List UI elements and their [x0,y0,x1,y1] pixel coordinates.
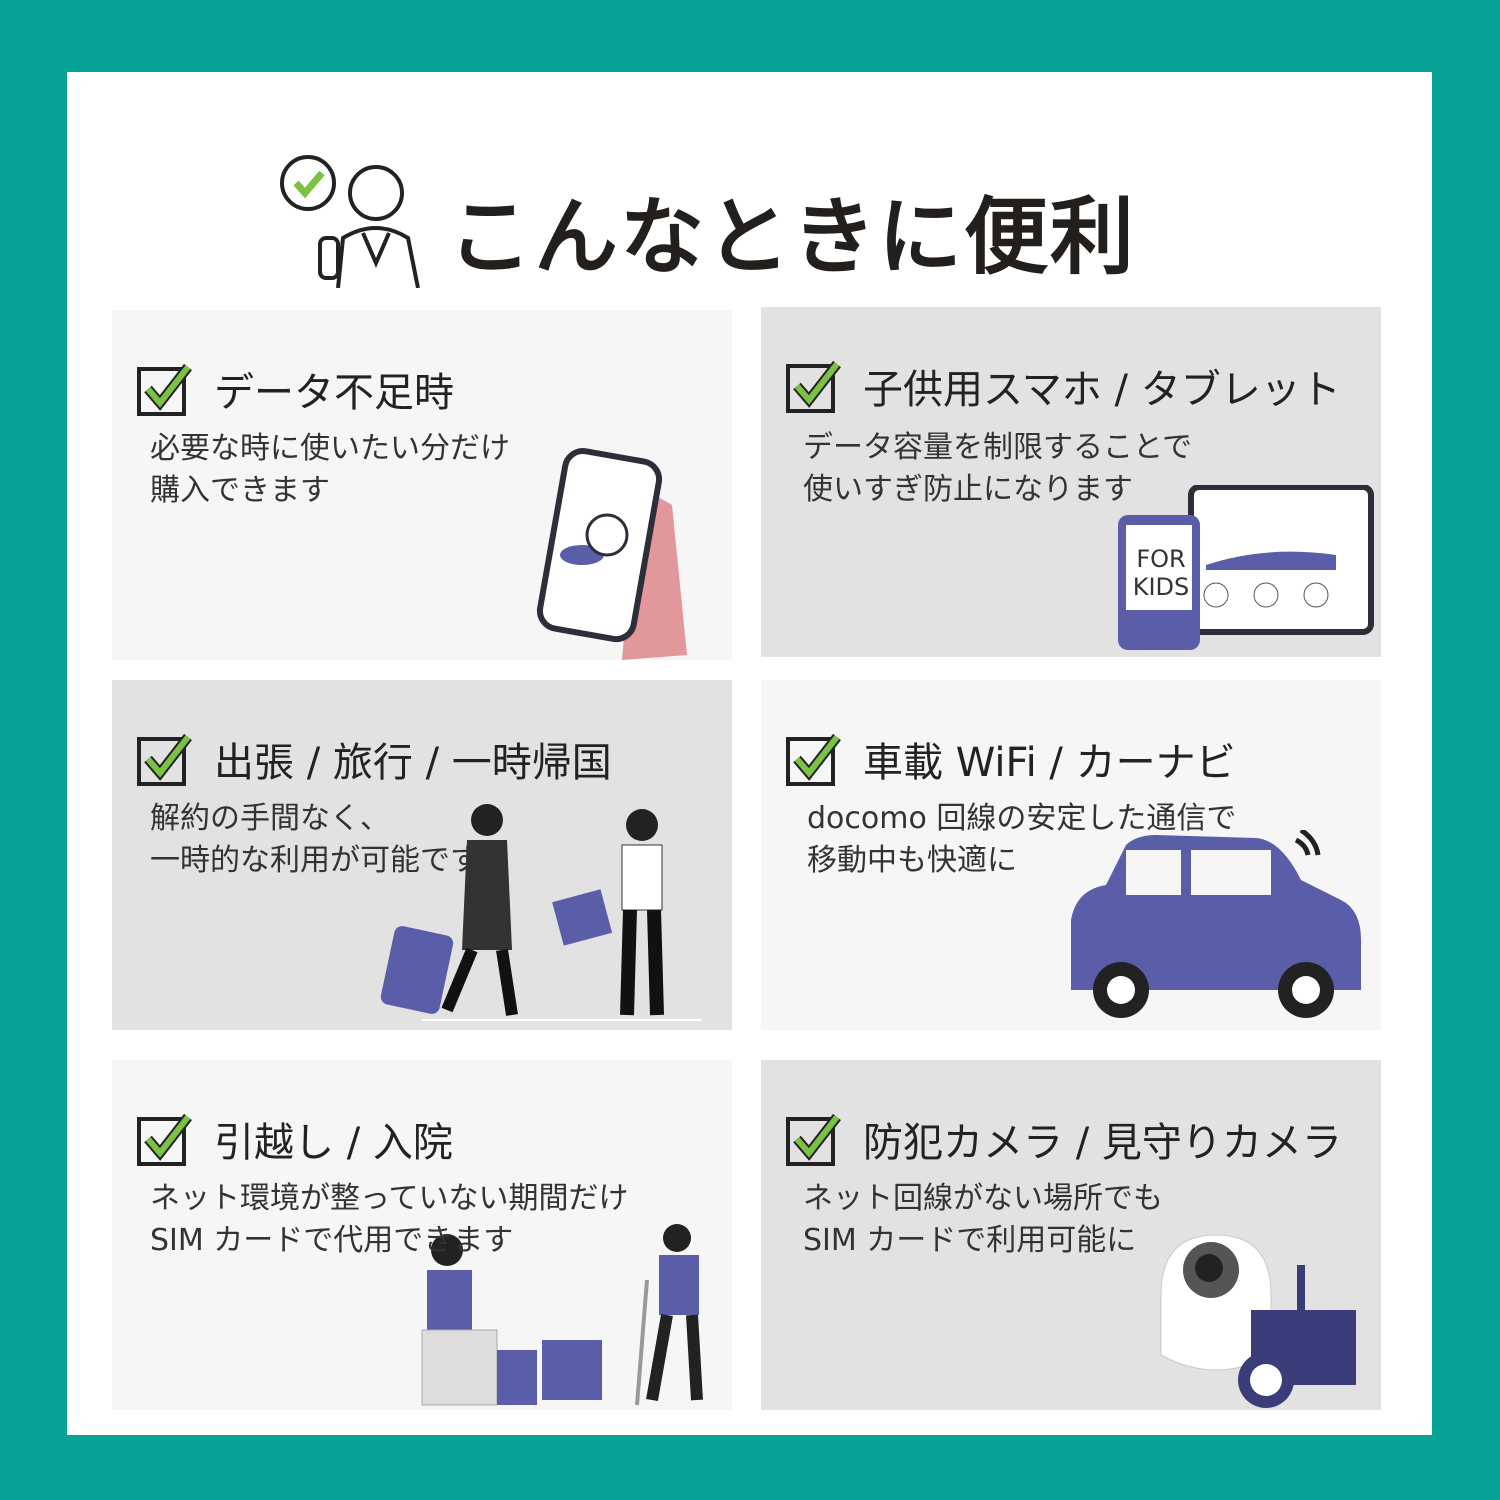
checkbox-checked-icon [786,360,841,413]
advisor-check-icon [280,154,420,288]
wifi-signal-icon [1294,830,1321,856]
checkbox-checked-icon [137,363,192,416]
description-line: SIM カードで代用できます [150,1223,514,1258]
description-line: 購入できます [150,473,330,508]
card-moving-hospital: 引越し / 入院 ネット環境が整っていない期間だけ SIM カードで代用できます [112,1060,732,1410]
card-title: データ不足時 [214,370,454,416]
description-line: 一時的な利用が可能です [150,843,480,878]
description-line: 必要な時に使いたい分だけ [150,431,510,466]
card-title: 引越し / 入院 [214,1120,453,1166]
card-travel: 出張 / 旅行 / 一時帰国 解約の手間なく、一時的な利用が可能です [112,680,732,1030]
kids-tablet-illustration [1118,485,1374,650]
description-line: ネット回線がない場所でも [803,1181,1163,1216]
description-line: ネット環境が整っていない期間だけ [150,1181,629,1216]
description-line: 解約の手間なく、 [150,801,390,836]
card-description: 必要な時に使いたい分だけ購入できます [150,428,510,512]
checkbox-checked-icon [786,1113,841,1166]
page-title: こんなときに便利 [448,187,1137,286]
checkbox-checked-icon [137,1113,192,1166]
description-line: データ容量を制限することで [803,430,1193,465]
card-title: 子供用スマホ / タブレット [863,367,1341,413]
card-description: データ容量を制限することで使いすぎ防止になります [803,427,1192,511]
card-data-shortage: データ不足時 必要な時に使いたい分だけ購入できます [112,310,732,660]
cameras-illustration [1160,1234,1356,1408]
card-kids-device: 子供用スマホ / タブレット データ容量を制限することで使いすぎ防止になります … [761,307,1381,657]
description-line: SIM カードで利用可能に [803,1223,1137,1258]
checkbox-checked-icon [786,733,841,786]
car-illustration [1071,830,1361,1018]
card-car-wifi: 車載 WiFi / カーナビ docomo 回線の安定した通信で移動中も快適に [761,680,1381,1030]
description-line: 使いすぎ防止になります [803,472,1133,507]
card-security-camera: 防犯カメラ / 見守りカメラ ネット回線がない場所でも SIM カードで利用可能に [761,1060,1381,1410]
card-description: docomo 回線の安定した通信で移動中も快適に [807,798,1236,882]
card-description: 解約の手間なく、一時的な利用が可能です [150,798,480,882]
card-title: 出張 / 旅行 / 一時帰国 [214,740,612,786]
phone-hand-illustration [536,448,687,660]
description-line: 移動中も快適に [807,843,1017,878]
card-description: ネット環境が整っていない期間だけ SIM カードで代用できます [150,1178,629,1262]
header: こんなときに便利 [278,150,1136,290]
moving-patient-illustration [421,1224,703,1406]
card-title: 車載 WiFi / カーナビ [863,740,1236,786]
card-description: ネット回線がない場所でも SIM カードで利用可能に [803,1178,1163,1262]
description-line: docomo 回線の安定した通信で [807,801,1237,836]
travelers-illustration [380,804,702,1021]
checkbox-checked-icon [137,733,192,786]
card-title: 防犯カメラ / 見守りカメラ [863,1120,1342,1166]
